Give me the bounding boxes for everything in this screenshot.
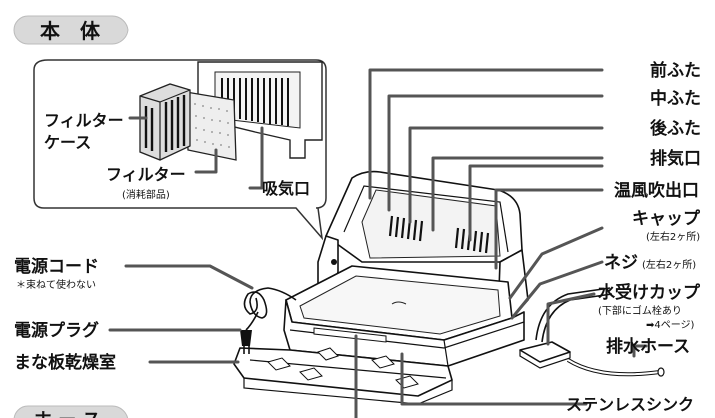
label-water-cup-note1: (下部にゴム栓あり [598,304,682,317]
left-labels: 電源コード ＊束ねて使わない 電源プラグ まな板乾燥室 [14,256,116,373]
label-filter: フィルター [106,165,186,184]
label-power-plug: 電源プラグ [14,320,99,341]
label-power-cord: 電源コード [14,256,99,277]
label-water-cup-note2: ➡4ページ) [646,320,695,331]
label-front-lid: 前ふた [650,60,701,81]
label-screw-note: (左右2ヶ所) [642,258,696,271]
label-filter-case-line2: ケース [44,133,91,152]
section-badge-main: 本 体 [13,15,129,45]
section-badge-next: ホ ー ス [13,405,129,418]
intake-louvre-drawing [197,61,323,159]
label-board-drying-room: まな板乾燥室 [14,352,116,373]
filter-sheet-drawing [185,91,237,161]
label-cap-note: (左右2ヶ所) [646,230,700,243]
label-exhaust: 排気口 [650,148,701,169]
leader-lines-right [354,68,648,418]
label-stainless-sink: ステンレスシンク [566,395,694,414]
inset-bubble: フィルター ケース フィルター (消耗部品) 吸気口 [33,59,327,241]
label-cap: キャップ [632,208,701,229]
label-intake: 吸気口 [262,179,310,198]
label-water-cup: 水受けカップ [598,282,701,303]
filter-case-drawing [139,83,191,161]
right-labels: 前ふた 中ふた 後ふた 排気口 温風吹出口 キャップ (左右2ヶ所) ネジ (左… [566,60,701,414]
label-warm-air-outlet: 温風吹出口 [614,180,699,201]
label-filter-note: (消耗部品) [122,188,170,201]
label-rear-lid: 後ふた [650,118,701,139]
label-drain-hose: 排水ホース [606,336,690,357]
label-screw: ネジ [604,253,638,273]
section-title-main: 本 体 [40,19,101,43]
label-power-cord-note: ＊束ねて使わない [16,278,96,291]
label-middle-lid: 中ふた [650,88,701,109]
label-filter-case-line1: フィルター [44,111,124,130]
dryer-appliance-drawing [233,170,665,405]
section-title-next: ホ ー ス [34,410,101,418]
leader-lines-left [108,264,254,364]
